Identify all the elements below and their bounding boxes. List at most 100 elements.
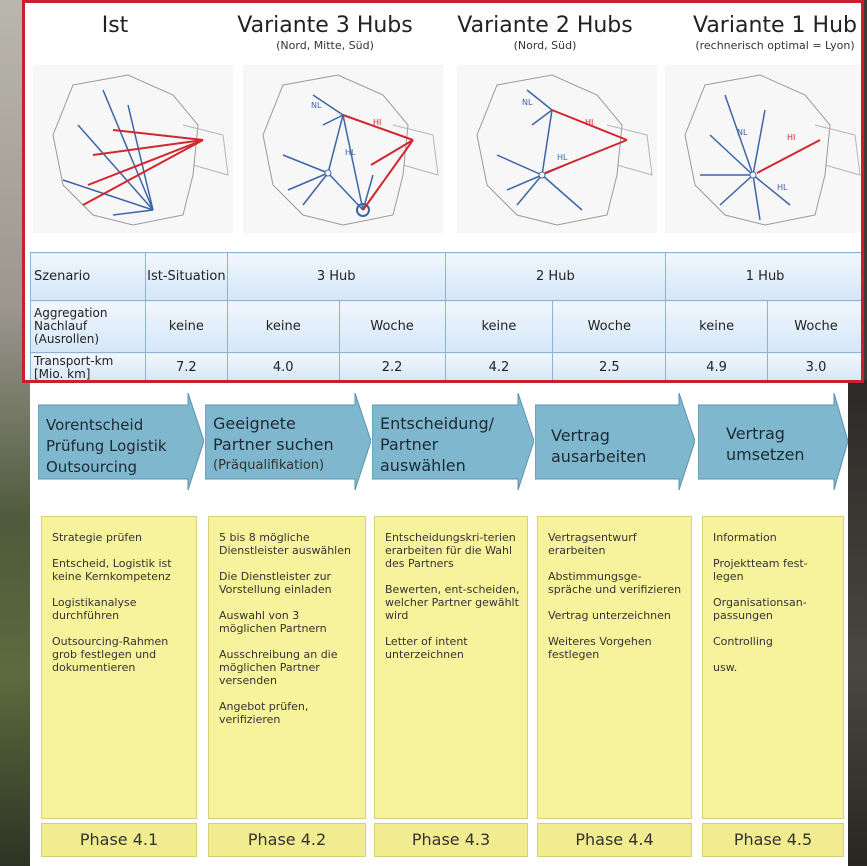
list-item: Angebot prüfen, verifizieren [219, 700, 309, 726]
table-row-szenario: Szenario Ist-Situation 3 Hub 2 Hub 1 Hub [30, 252, 861, 301]
map-label-nl: NL [737, 128, 748, 137]
table-cell: Woche [338, 300, 446, 353]
table-cell: 2.2 [338, 352, 446, 380]
map-1hub: NL HL HI [665, 65, 861, 233]
map-label-nl: NL [522, 98, 533, 107]
list-item: Bewerten, ent-scheiden, welcher Partner … [385, 583, 520, 622]
map-label-hl: HL [777, 183, 788, 192]
arrow-title: Partner suchen [213, 435, 334, 454]
list-item: Auswahl von 3 möglichen Partnern [219, 609, 327, 635]
phase-arrow-4-4: Vertrag ausarbeiten [535, 393, 695, 490]
phase-label-4-5: Phase 4.5 [702, 823, 844, 857]
phase-box-4-5: Information Projektteam fest-legen Organ… [702, 516, 844, 819]
phase-box-4-2: 5 bis 8 mögliche Dienstleister auswählen… [208, 516, 366, 819]
table-cell: Woche [767, 300, 861, 353]
phase-arrow-4-5: Vertrag umsetzen [698, 393, 848, 490]
arrow-title: Prüfung Logistik [46, 437, 167, 455]
arrow-subtitle: (Präqualifikation) [213, 458, 325, 473]
list-item: Weiteres Vorgehen festlegen [548, 635, 652, 661]
map-label-hl: HL [345, 148, 356, 157]
table-cell: 7.2 [144, 352, 228, 380]
list-item: 5 bis 8 mögliche Dienstleister auswählen [219, 531, 351, 557]
list-item: Logistikanalyse durchführen [52, 596, 137, 622]
list-item: Vertragsentwurf erarbeiten [548, 531, 637, 557]
map-label-hi: HI [585, 118, 593, 127]
arrow-title: Partner [380, 435, 439, 454]
list-item: Ausschreibung an die möglichen Partner v… [219, 648, 338, 687]
column-subtitle: (Nord, Mitte, Süd) [276, 39, 374, 52]
scenario-table: Szenario Ist-Situation 3 Hub 2 Hub 1 Hub… [30, 252, 861, 380]
table-cell: keine [144, 300, 228, 353]
list-item: Information [713, 531, 777, 544]
column-title: Variante 3 Hubs [237, 13, 413, 38]
column-title: Ist [101, 13, 129, 38]
list-item: Outsourcing-Rahmen grob festlegen und do… [52, 635, 169, 674]
table-cell: 3 Hub [226, 252, 446, 301]
arrow-title: Vorentscheid [46, 416, 144, 434]
map-2hubs: NL HL HI [457, 65, 657, 233]
arrow-title: Outsourcing [46, 458, 137, 476]
phase-label-4-1: Phase 4.1 [41, 823, 197, 857]
phase-box-4-1: Strategie prüfen Entscheid, Logistik ist… [41, 516, 197, 819]
list-item: Letter of intent unterzeichnen [385, 635, 468, 661]
column-subtitle: (Nord, Süd) [513, 39, 577, 52]
france-map-ist [52, 74, 229, 226]
list-item: Die Dienstleister zur Vorstellung einlad… [219, 570, 332, 596]
table-cell: 3.0 [767, 352, 861, 380]
table-cell: keine [444, 300, 554, 353]
column-title: Variante 1 Hub [692, 13, 857, 38]
table-cell: 1 Hub [665, 252, 861, 301]
phase-box-4-4: Vertragsentwurf erarbeiten Abstimmungsge… [537, 516, 692, 819]
column-header-1hub: Variante 1 Hub (rechnerisch optimal = Ly… [665, 13, 861, 53]
list-item: Projektteam fest-legen [713, 557, 808, 583]
table-cell: 4.2 [444, 352, 554, 380]
map-ist [33, 65, 233, 233]
table-cell: Ist-Situation [144, 252, 228, 301]
list-item: Abstimmungsge-spräche und verifizieren [548, 570, 682, 596]
arrow-title: Vertrag [551, 426, 610, 445]
arrow-title: Vertrag [726, 424, 785, 443]
column-title: Variante 2 Hubs [457, 13, 633, 38]
list-item: Vertrag unterzeichnen [548, 609, 671, 622]
list-item: Controlling [713, 635, 773, 648]
hub-variants-panel: Ist Variante 3 Hubs (Nord, Mitte, Süd) V… [22, 0, 864, 383]
phase-arrow-4-1: Vorentscheid Prüfung Logistik Outsourcin… [38, 393, 204, 490]
list-item: Organisationsan-passungen [713, 596, 807, 622]
column-header-3hubs: Variante 3 Hubs (Nord, Mitte, Süd) [220, 13, 430, 53]
map-label-hi: HI [373, 118, 381, 127]
arrow-title: auswählen [380, 456, 466, 475]
table-cell: keine [665, 300, 769, 353]
table-cell: 4.0 [226, 352, 340, 380]
table-cell: 4.9 [665, 352, 769, 380]
row-label: Aggregation Nachlauf (Ausrollen) [30, 300, 146, 353]
list-item: Entscheidungskri-terien erarbeiten für d… [385, 531, 516, 570]
france-map-2hubs: NL HL HI [476, 74, 653, 226]
row-label: Transport-km [Mio. km] [30, 352, 146, 380]
table-cell: 2 Hub [444, 252, 667, 301]
map-label-hl: HL [557, 153, 568, 162]
phase-label-4-4: Phase 4.4 [537, 823, 692, 857]
arrow-title: ausarbeiten [551, 447, 647, 466]
table-cell: Woche [552, 300, 667, 353]
phase-label-4-3: Phase 4.3 [374, 823, 528, 857]
table-row-aggregation: Aggregation Nachlauf (Ausrollen) keine k… [30, 300, 861, 353]
column-header-ist: Ist [25, 13, 205, 39]
france-map-3hubs: NL HL HI [262, 74, 439, 226]
map-label-hi: HI [787, 133, 795, 142]
table-cell: keine [226, 300, 340, 353]
list-item: Entscheid, Logistik ist keine Kernkompet… [52, 557, 172, 583]
list-item: Strategie prüfen [52, 531, 143, 544]
row-label: Szenario [30, 252, 146, 301]
map-3hubs: NL HL HI [243, 65, 443, 233]
background-photo-right [848, 380, 867, 866]
list-item: usw. [713, 661, 738, 674]
arrow-title: Entscheidung/ [380, 414, 495, 433]
table-cell: 2.5 [552, 352, 667, 380]
arrow-title: umsetzen [726, 445, 805, 464]
phase-label-4-2: Phase 4.2 [208, 823, 366, 857]
table-row-transport: Transport-km [Mio. km] 7.2 4.0 2.2 4.2 2… [30, 352, 861, 380]
map-label-nl: NL [311, 101, 322, 110]
phase-arrow-4-2: Geeignete Partner suchen (Präqualifikati… [205, 393, 371, 490]
france-map-1hub: NL HL HI [684, 74, 861, 226]
phase-box-4-3: Entscheidungskri-terien erarbeiten für d… [374, 516, 528, 819]
